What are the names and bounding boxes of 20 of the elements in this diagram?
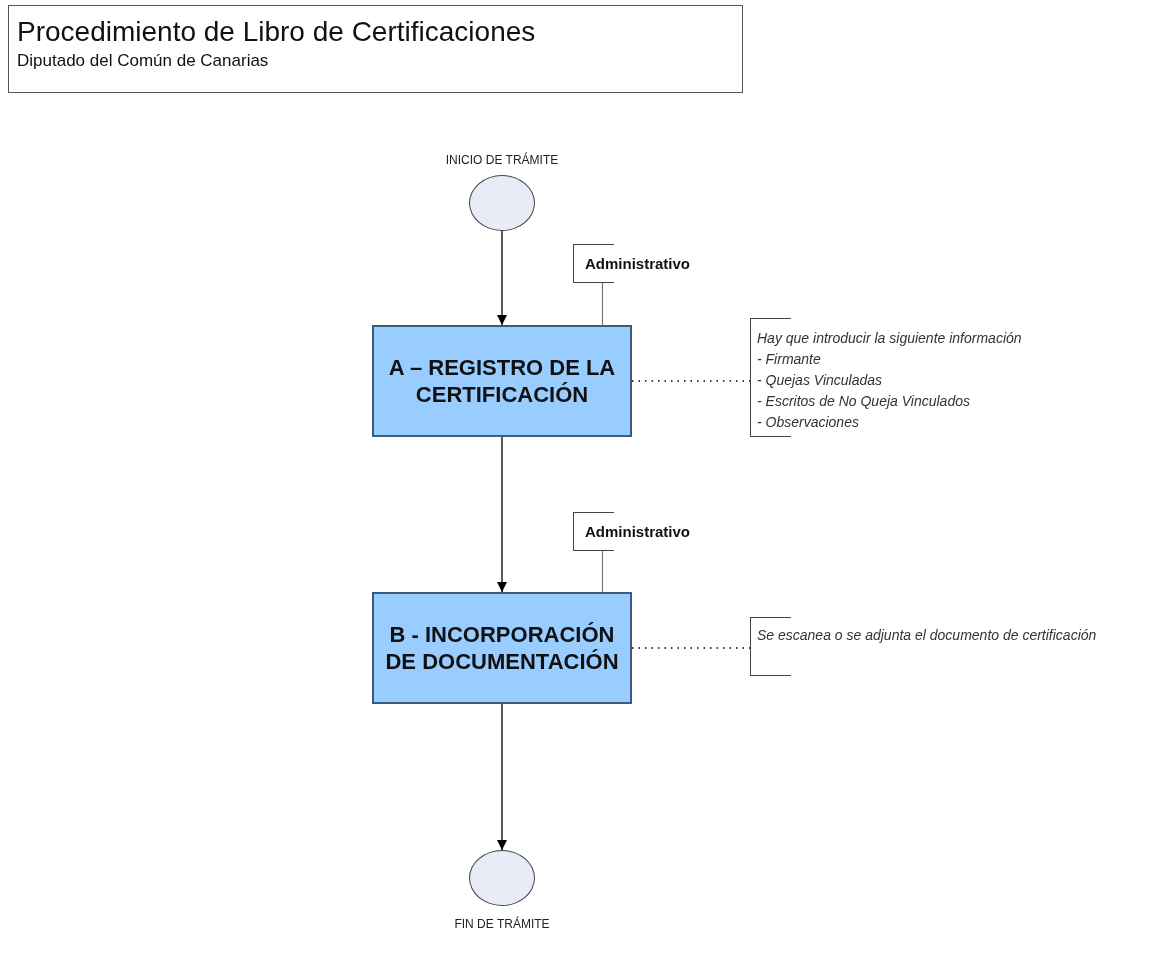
leader-line (601, 550, 604, 593)
note-text: Hay que introducir la siguiente información (757, 329, 1023, 348)
title-frame (8, 5, 743, 93)
process-box: A – REGISTRO DE LA CERTIFICACIÓN (372, 325, 632, 437)
role-annotation: Administrativo (573, 244, 753, 283)
note-text: - Quejas Vinculadas (757, 371, 884, 390)
title-text: Procedimiento de Libro de Certificaciones (17, 16, 536, 48)
subtitle-text: Diputado del Común de Canarias (17, 50, 269, 72)
leader-line (601, 282, 604, 326)
note-text: Se escanea o se adjunta el documento de certificación (757, 626, 1098, 645)
terminal-label: INICIO DE TRÁMITE (445, 152, 559, 168)
process-box: B - INCORPORACIÓN DE DOCUMENTACIÓN (372, 592, 632, 704)
note-text: - Observaciones (757, 413, 860, 432)
terminal-label: FIN DE TRÁMITE (454, 916, 550, 932)
arrow (497, 230, 507, 326)
note-text: - Escritos de No Queja Vinculados (757, 392, 971, 411)
role-annotation: Administrativo (573, 512, 753, 551)
note-text: - Firmante (757, 350, 822, 369)
arrow (497, 703, 507, 851)
arrow (497, 436, 507, 593)
